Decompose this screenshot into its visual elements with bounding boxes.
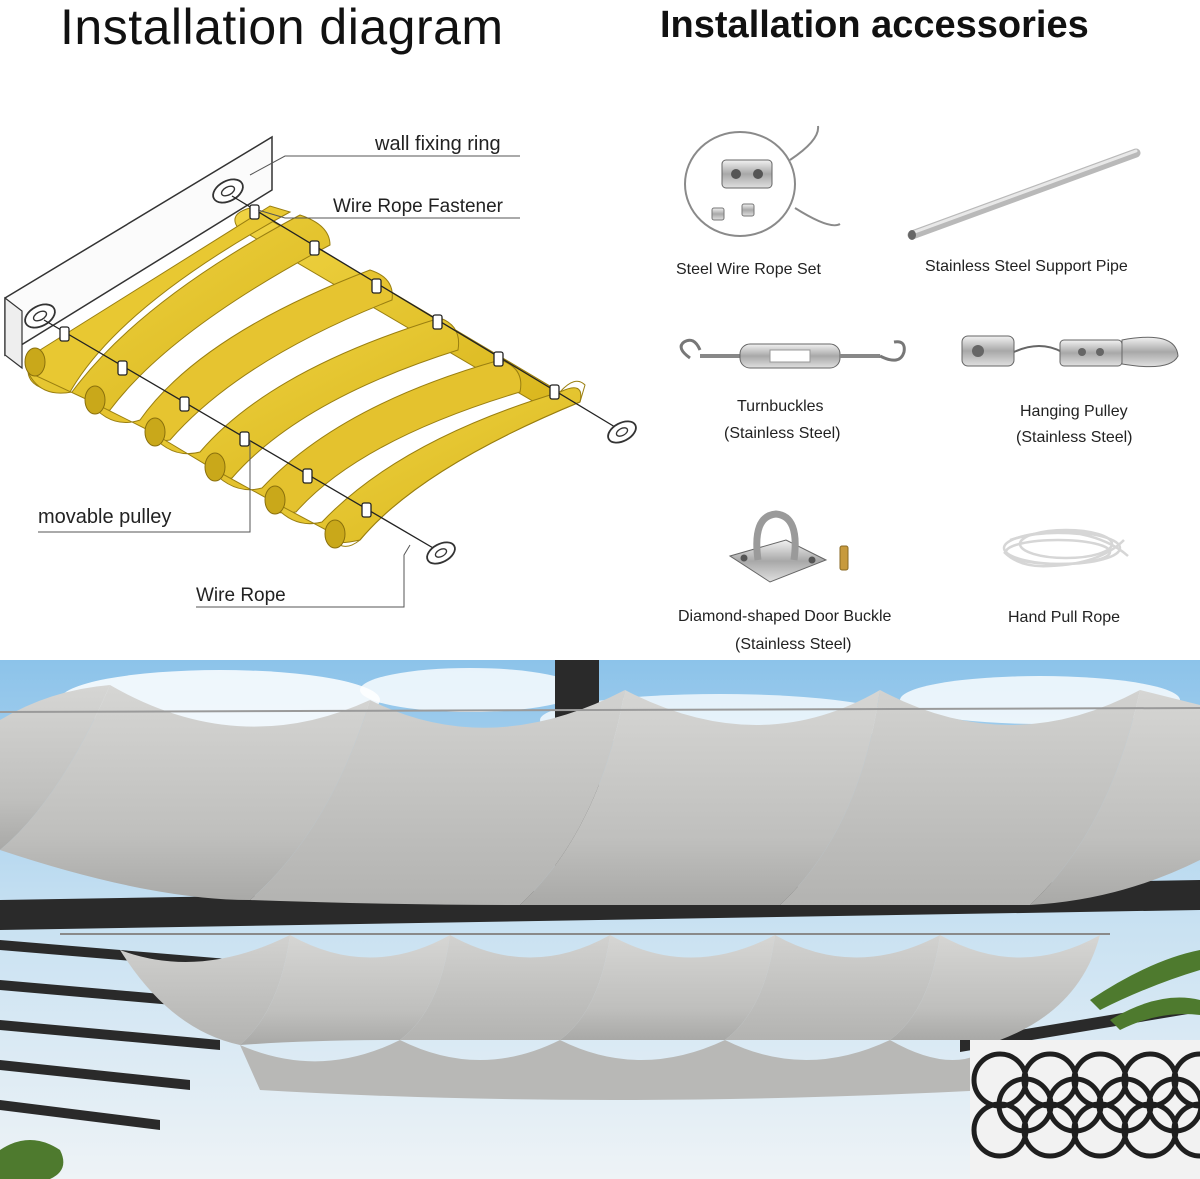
accessory-name: Hanging Pulley <box>1020 403 1128 420</box>
hand-pull-rope-icon <box>1002 528 1129 568</box>
label-wire-rope-fastener: Wire Rope Fastener <box>333 196 504 217</box>
anchor-ring-icon <box>426 420 637 565</box>
accessory-name: Steel Wire Rope Set <box>676 261 822 278</box>
leader-lines <box>38 155 520 608</box>
accessory-material: (Stainless Steel) <box>1016 429 1133 446</box>
turnbuckle-icon <box>679 338 906 369</box>
accessories-grid: Steel Wire Rope Set Stainless Steel Supp… <box>676 125 1179 653</box>
accessory-material: (Stainless Steel) <box>735 636 852 653</box>
steel-wire-rope-set-icon <box>684 125 841 237</box>
movable-pulley-icon <box>59 204 560 518</box>
product-photo <box>0 660 1200 1179</box>
accessory-name: Stainless Steel Support Pipe <box>925 258 1128 275</box>
grey-shade-canopy-upper <box>0 685 1200 905</box>
yellow-shade-panels <box>24 205 586 549</box>
diamond-door-buckle-icon <box>728 510 849 583</box>
grey-shade-canopy-lower <box>120 935 1100 1100</box>
installation-diagram-title: Installation diagram <box>60 0 504 55</box>
accessory-name: Turnbuckles <box>737 398 824 415</box>
accessory-name: Hand Pull Rope <box>1008 609 1120 626</box>
accessory-name: Diamond-shaped Door Buckle <box>678 608 892 625</box>
label-wire-rope: Wire Rope <box>196 585 286 606</box>
decorative-screen <box>970 1040 1200 1179</box>
label-wall-fixing-ring: wall fixing ring <box>374 133 501 155</box>
palm-leaves <box>0 950 1200 1179</box>
label-movable-pulley: movable pulley <box>38 506 171 528</box>
hanging-pulley-icon <box>961 335 1179 368</box>
installation-diagram: wall fixing ring Wire Rope Fastener mova… <box>4 133 637 608</box>
accessory-material: (Stainless Steel) <box>724 425 841 442</box>
installation-accessories-title: Installation accessories <box>660 4 1089 46</box>
support-pipe-icon <box>907 148 1141 240</box>
